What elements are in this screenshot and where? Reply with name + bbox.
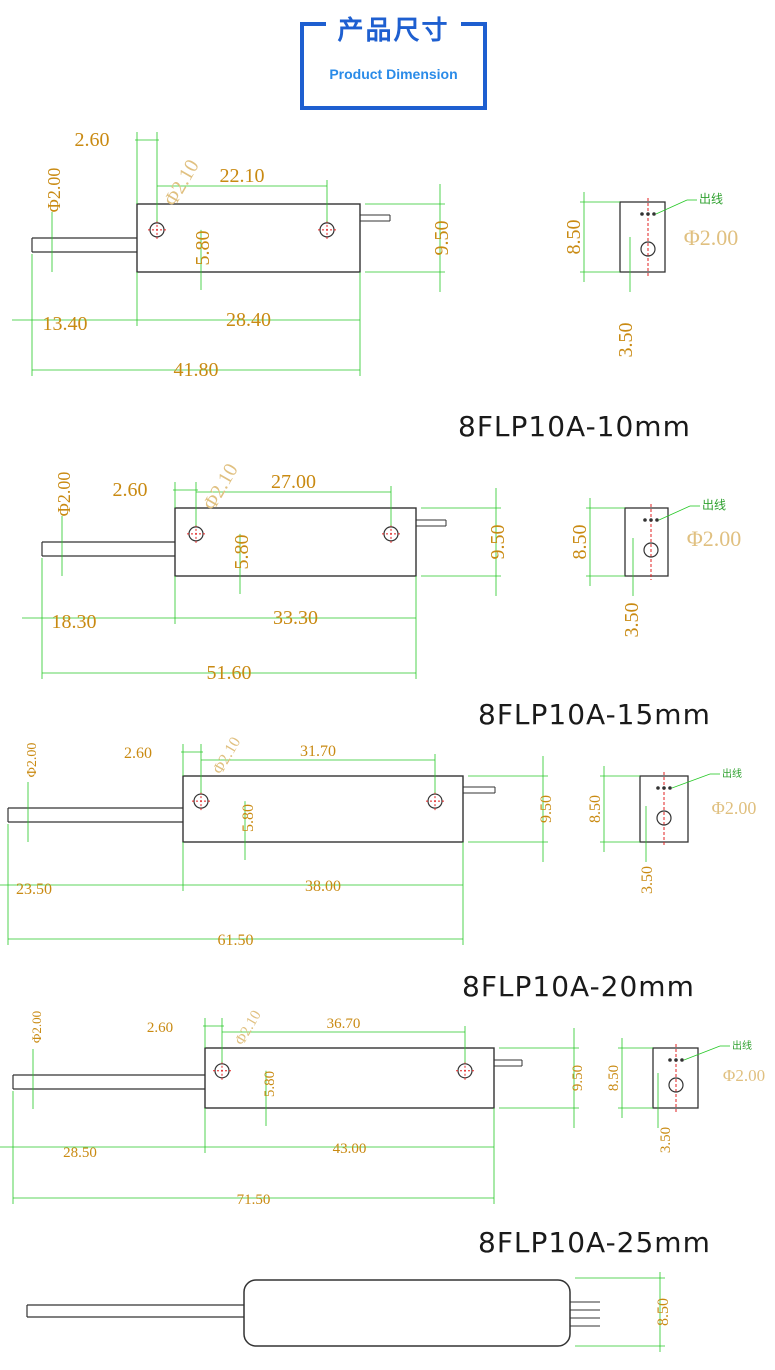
side-hole xyxy=(643,542,659,558)
hole-offset-label: 2.60 xyxy=(75,129,110,151)
fiber-length-label: 23.50 xyxy=(16,881,52,898)
module-body xyxy=(174,507,417,577)
total-length-label: 51.60 xyxy=(207,662,252,684)
side-height-label: 8.50 xyxy=(569,525,591,560)
header-title: 产品尺寸 xyxy=(337,16,450,46)
side-depth-label: 3.50 xyxy=(639,866,656,894)
drawing-1: 2.60 22.10 Φ2.10 5.80 9.50 Φ2.00 13.40 28.40 41.… xyxy=(12,129,738,443)
fiber-diameter-label: Φ2.00 xyxy=(44,168,64,213)
outlet-label: 出线 xyxy=(702,498,726,512)
hole-height-label: 5.80 xyxy=(240,804,257,832)
total-length-label: 41.80 xyxy=(174,359,219,381)
module-body xyxy=(204,1047,495,1109)
side-depth-label: 3.50 xyxy=(615,323,637,358)
body-length-label: 28.40 xyxy=(226,309,271,331)
side-hole xyxy=(656,810,672,826)
fiber-length-label: 18.30 xyxy=(52,611,97,633)
hole-offset-label: 2.60 xyxy=(124,745,152,762)
body-height-label: 9.50 xyxy=(570,1065,586,1091)
side-hole xyxy=(668,1077,684,1093)
hole-spacing-label: 22.10 xyxy=(220,165,265,187)
body-height-label: 9.50 xyxy=(431,221,453,256)
side-hole-label: Φ2.00 xyxy=(687,526,742,551)
hole-spacing-label: 31.70 xyxy=(300,743,336,760)
hole-spacing-label: 27.00 xyxy=(271,471,316,493)
side-height-label: 8.50 xyxy=(587,795,604,823)
total-length-label: 61.50 xyxy=(218,932,254,949)
body-height-label: 9.50 xyxy=(538,795,555,823)
hole-height-label: 5.80 xyxy=(231,535,253,570)
fiber-length-label: 28.50 xyxy=(63,1145,97,1161)
hole-diameter-label: Φ2.10 xyxy=(160,156,204,210)
side-depth-label: 3.50 xyxy=(658,1127,674,1153)
drawing-2: 2.60 27.00 Φ2.10 5.80 9.50 Φ2.00 18.30 33.30 51.… xyxy=(22,460,741,731)
model-label: 8FLP10A-15mm xyxy=(478,698,711,731)
total-length-label: 71.50 xyxy=(237,1192,271,1208)
model-label: 8FLP10A-10mm xyxy=(458,410,691,443)
side-hole-label: Φ2.00 xyxy=(723,1066,765,1085)
tube-diameter-label: 8.50 xyxy=(655,1298,672,1326)
drawing-3: 2.60 31.70 Φ2.10 5.80 9.50 Φ2.00 23.50 38.00 61.… xyxy=(0,734,756,1003)
model-label: 8FLP10A-25mm xyxy=(478,1226,711,1259)
hole-offset-label: 2.60 xyxy=(147,1020,173,1036)
model-label: 8FLP10A-20mm xyxy=(462,970,695,1003)
body-length-label: 33.30 xyxy=(273,607,318,629)
hole-offset-label: 2.60 xyxy=(113,479,148,501)
side-depth-label: 3.50 xyxy=(621,603,643,638)
module-body xyxy=(136,203,361,273)
fiber-diameter-label: Φ2.00 xyxy=(25,743,40,778)
hole-height-label: 5.80 xyxy=(192,231,214,266)
tube-drawing: 8.50 xyxy=(26,1272,672,1352)
outlet-label: 出线 xyxy=(722,767,742,780)
side-view xyxy=(624,507,669,577)
side-height-label: 8.50 xyxy=(606,1065,622,1091)
outlet-label: 出线 xyxy=(732,1039,752,1052)
hole-diameter-label: Φ2.10 xyxy=(199,460,243,514)
side-hole-label: Φ2.00 xyxy=(712,798,757,818)
body-length-label: 43.00 xyxy=(333,1141,367,1157)
hole-diameter-label: Φ2.10 xyxy=(210,734,245,777)
hole-spacing-label: 36.70 xyxy=(327,1016,361,1032)
side-height-label: 8.50 xyxy=(563,220,585,255)
body-height-label: 9.50 xyxy=(487,525,509,560)
drawing-4: 2.60 36.70 Φ2.10 5.80 9.50 Φ2.00 28.50 43.00 71.… xyxy=(0,1008,765,1259)
outlet-label: 出线 xyxy=(699,192,723,206)
header-subtitle: Product Dimension xyxy=(329,66,458,82)
body-length-label: 38.00 xyxy=(305,878,341,895)
fiber-diameter-label: Φ2.00 xyxy=(54,472,74,517)
side-hole xyxy=(640,241,656,257)
side-hole-label: Φ2.00 xyxy=(684,225,739,250)
fiber-length-label: 13.40 xyxy=(43,313,88,335)
module-body xyxy=(182,775,464,843)
hole-height-label: 5.80 xyxy=(262,1071,278,1097)
fiber-diameter-label: Φ2.00 xyxy=(29,1011,44,1043)
header-frame: 产品尺寸 Product Dimension xyxy=(300,16,487,110)
tube-body xyxy=(243,1279,571,1347)
hole-diameter-label: Φ2.10 xyxy=(232,1008,264,1048)
